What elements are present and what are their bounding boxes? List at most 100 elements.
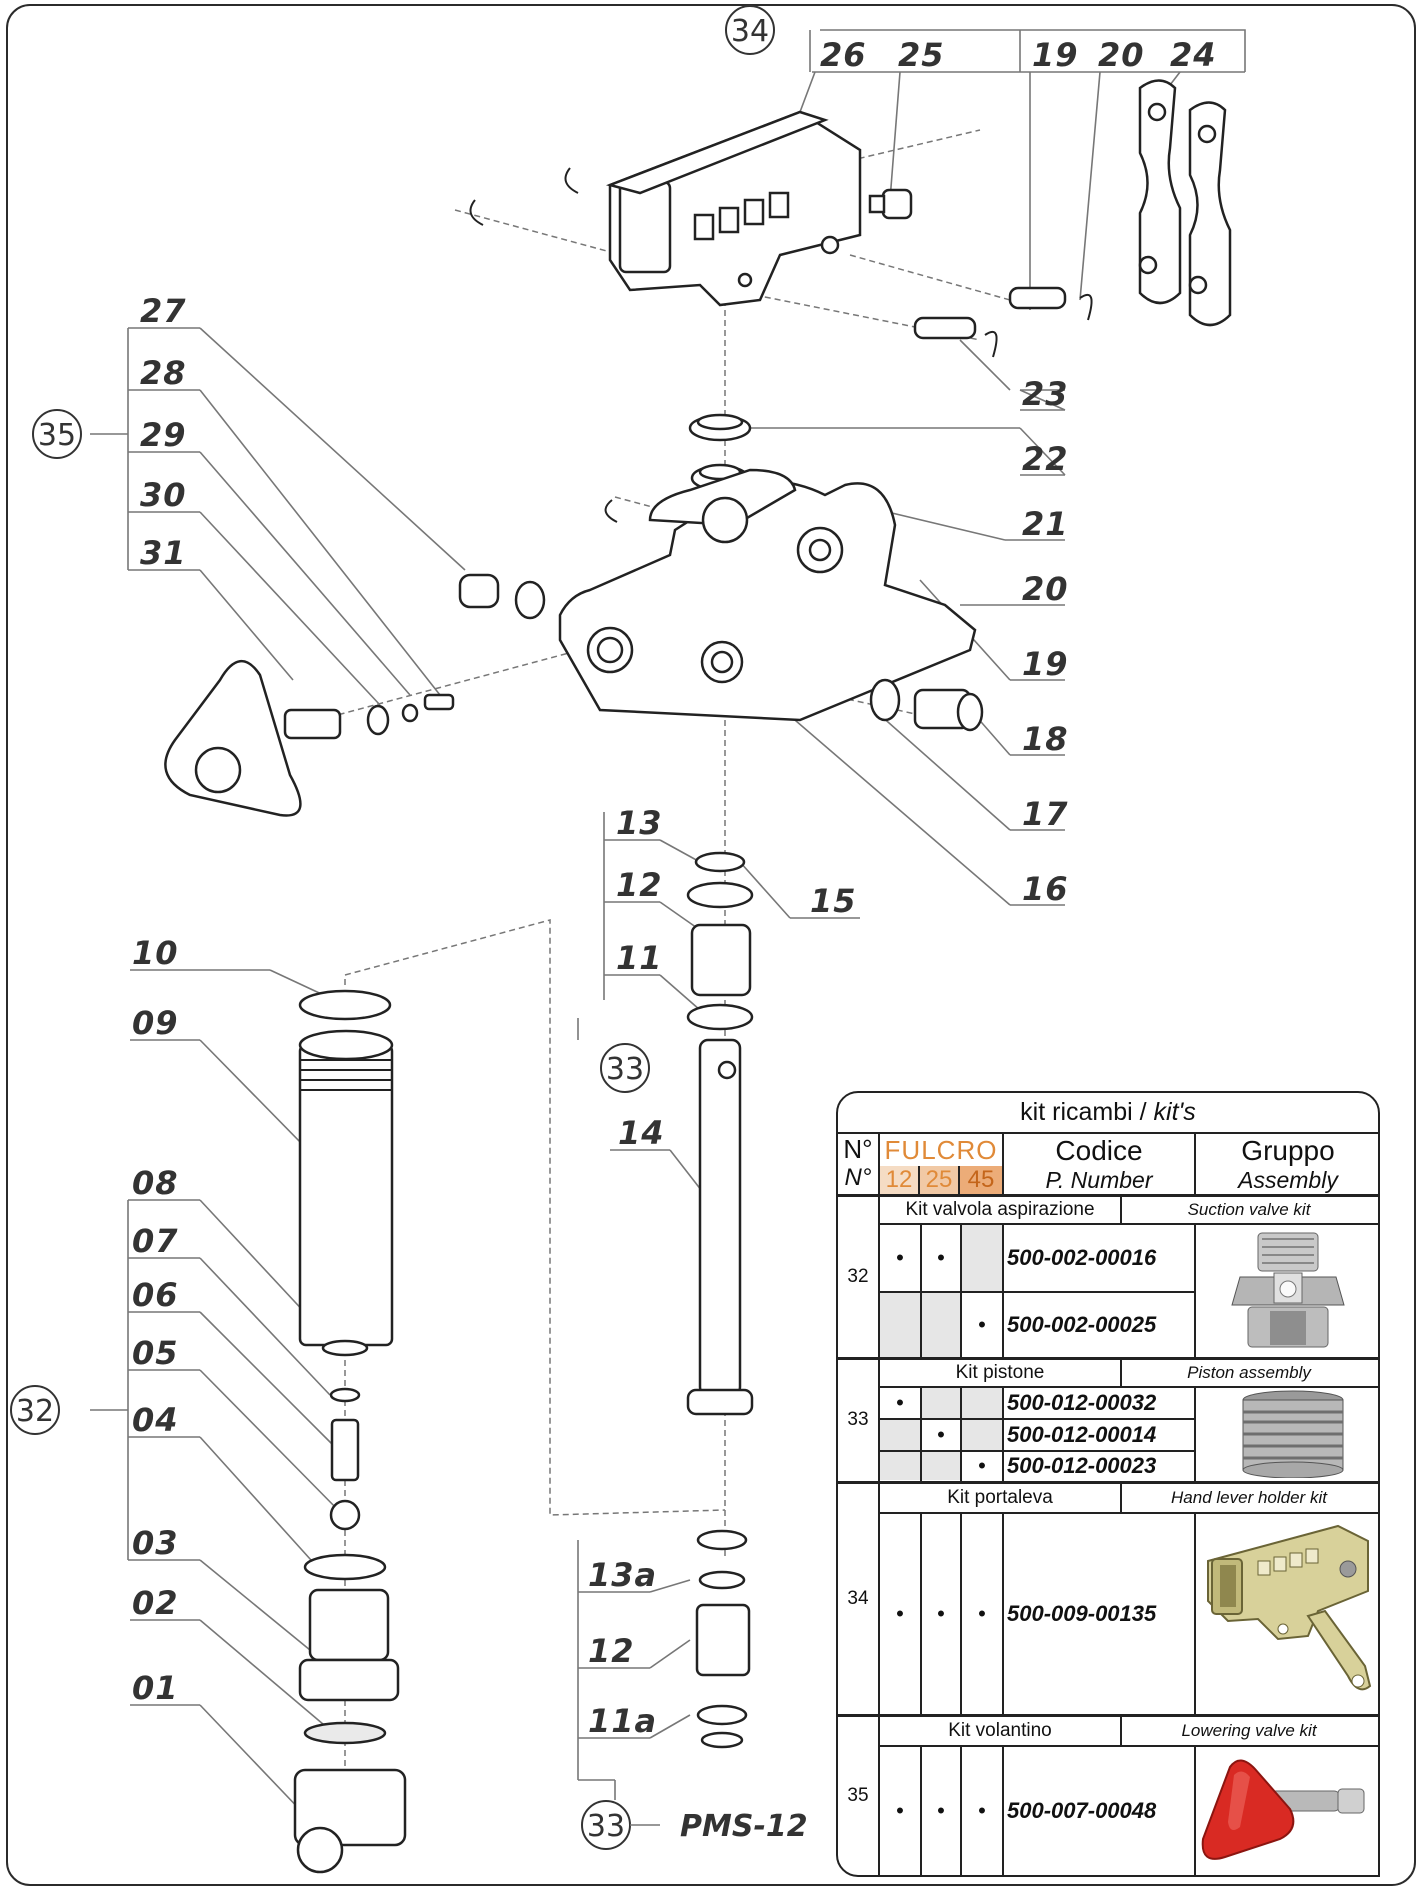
- label-13a: 13a: [588, 1556, 657, 1594]
- kit-32-row2-code: 500-002-00025: [1007, 1312, 1157, 1337]
- svg-text:33: 33: [587, 1809, 625, 1844]
- header-model-12: 12: [880, 1166, 920, 1194]
- label-09: 09: [132, 1004, 179, 1042]
- part-screw-25: [868, 188, 913, 220]
- part-suction-valve-01-08: [293, 1339, 407, 1874]
- label-13: 13: [616, 804, 663, 842]
- label-21: 21: [1022, 505, 1069, 543]
- header-code: Codice: [1055, 1135, 1143, 1166]
- kit-33-row3-m25: [922, 1452, 960, 1480]
- part-pins-19-23: [913, 286, 1093, 358]
- label-05: 05: [132, 1334, 179, 1372]
- kit-33-number: 33: [847, 1409, 869, 1430]
- suction-valve-kit-image: [1231, 1232, 1345, 1348]
- kit-33-row2-m45: [962, 1420, 1002, 1450]
- kit-34-m25: •: [937, 1601, 945, 1626]
- svg-text:34: 34: [731, 14, 769, 49]
- svg-text:33: 33: [606, 1052, 644, 1087]
- kit-35-m45: •: [978, 1798, 986, 1823]
- kit-34-name-en: Hand lever holder kit: [1171, 1488, 1327, 1507]
- label-27: 27: [140, 292, 187, 330]
- label-29: 29: [140, 416, 187, 454]
- header-brand: FULCRO: [884, 1135, 998, 1165]
- kit-33-row1-m12: •: [896, 1390, 904, 1415]
- label-19-top: 19: [1032, 36, 1079, 74]
- kit-32-name-en: Suction valve kit: [1187, 1200, 1311, 1219]
- label-11: 11: [616, 939, 663, 977]
- part-lever-plates-24: [1138, 79, 1232, 327]
- label-18: 18: [1022, 720, 1069, 758]
- label-31: 31: [140, 534, 187, 572]
- kit-34-m12: •: [896, 1601, 904, 1626]
- label-14: 14: [618, 1114, 665, 1152]
- kit-33-row2-m12: [880, 1420, 920, 1450]
- kit-34-name: Kit portaleva: [947, 1487, 1053, 1508]
- part-valve-plug-27: [458, 573, 546, 620]
- header-model-25: 25: [920, 1166, 960, 1194]
- callout-32: 32: [10, 1385, 60, 1435]
- label-23: 23: [1022, 375, 1069, 413]
- label-01: 01: [132, 1669, 179, 1707]
- kit-33-row1-code: 500-012-00032: [1007, 1390, 1157, 1415]
- kit-33-name: Kit pistone: [955, 1362, 1045, 1383]
- part-seal-kit-pms12: [695, 1529, 751, 1749]
- kit-35-number: 35: [847, 1785, 869, 1806]
- kit-35-code: 500-007-00048: [1007, 1798, 1157, 1823]
- drawing-frame: [6, 4, 1416, 1886]
- kit-33-row3-m45: •: [978, 1453, 986, 1478]
- part-pump-body-16: [558, 468, 977, 722]
- kit-32-row1-m12: •: [896, 1245, 904, 1270]
- lever-holder-kit-image: [1207, 1524, 1372, 1691]
- part-lever-holder-26: [469, 110, 862, 307]
- part-piston-rod-14: [686, 1038, 754, 1416]
- spare-kits-table: kit ricambi / kit's N° N° FULCRO 12 25 4…: [836, 1091, 1380, 1877]
- kit-table-title: kit ricambi / kit's: [838, 1093, 1378, 1134]
- callout-33-lower: 33: [581, 1800, 660, 1850]
- kit-34-number: 34: [847, 1588, 869, 1609]
- label-19: 19: [1022, 645, 1069, 683]
- kit-32-row2-m25: [922, 1293, 960, 1357]
- label-11a: 11a: [588, 1702, 657, 1740]
- header-model-45: 45: [960, 1166, 1002, 1194]
- part-piston-seals-11-15: [686, 851, 754, 1031]
- label-03: 03: [132, 1524, 179, 1562]
- label-08: 08: [132, 1164, 179, 1202]
- part-cylinder-09-10: [298, 989, 394, 1347]
- label-12-upper: 12: [616, 866, 663, 904]
- kit-33-name-en: Piston assembly: [1187, 1363, 1311, 1382]
- label-22: 22: [1022, 440, 1069, 478]
- label-04: 04: [132, 1401, 179, 1439]
- part-number-labels: 26 25 19 20 24 27 28 29 30 31 23 22 21 2…: [132, 36, 1216, 1740]
- header-code-en: P. Number: [1045, 1167, 1153, 1193]
- kit-34-m45: •: [978, 1601, 986, 1626]
- kit-33-row3-code: 500-012-00023: [1007, 1453, 1157, 1478]
- kit-32-row2-m45: •: [978, 1312, 986, 1337]
- kit-32-row1-m45: [962, 1225, 1002, 1291]
- pms-12-label: PMS-12: [680, 1809, 808, 1844]
- kit-35-name-en: Lowering valve kit: [1181, 1721, 1317, 1740]
- part-fitting-18: [869, 678, 984, 732]
- kit-35-name: Kit volantino: [948, 1720, 1052, 1741]
- svg-text:35: 35: [38, 418, 76, 453]
- label-12-lower: 12: [588, 1632, 635, 1670]
- kit-32-row1-code: 500-002-00016: [1007, 1245, 1157, 1270]
- kit-35-m25: •: [937, 1798, 945, 1823]
- kit-33-row1-m25: [922, 1388, 960, 1418]
- label-28: 28: [140, 354, 187, 392]
- kit-32-row2-m12: [880, 1293, 920, 1357]
- label-15: 15: [810, 882, 857, 920]
- lowering-knob-kit-image: [1201, 1759, 1365, 1860]
- callout-34: 34: [725, 5, 775, 55]
- kit-33-row2-m25: •: [937, 1422, 945, 1447]
- kit-33-row3-m12: [880, 1452, 920, 1480]
- label-26: 26: [820, 36, 867, 74]
- part-release-knob-31: [164, 659, 455, 817]
- label-30: 30: [140, 476, 187, 514]
- piston-kit-image: [1242, 1390, 1344, 1478]
- header-group-en: Assembly: [1238, 1167, 1338, 1193]
- kit-35-m12: •: [896, 1798, 904, 1823]
- kit-33-row2-code: 500-012-00014: [1007, 1422, 1157, 1447]
- svg-text:32: 32: [16, 1394, 54, 1429]
- label-07: 07: [132, 1222, 179, 1260]
